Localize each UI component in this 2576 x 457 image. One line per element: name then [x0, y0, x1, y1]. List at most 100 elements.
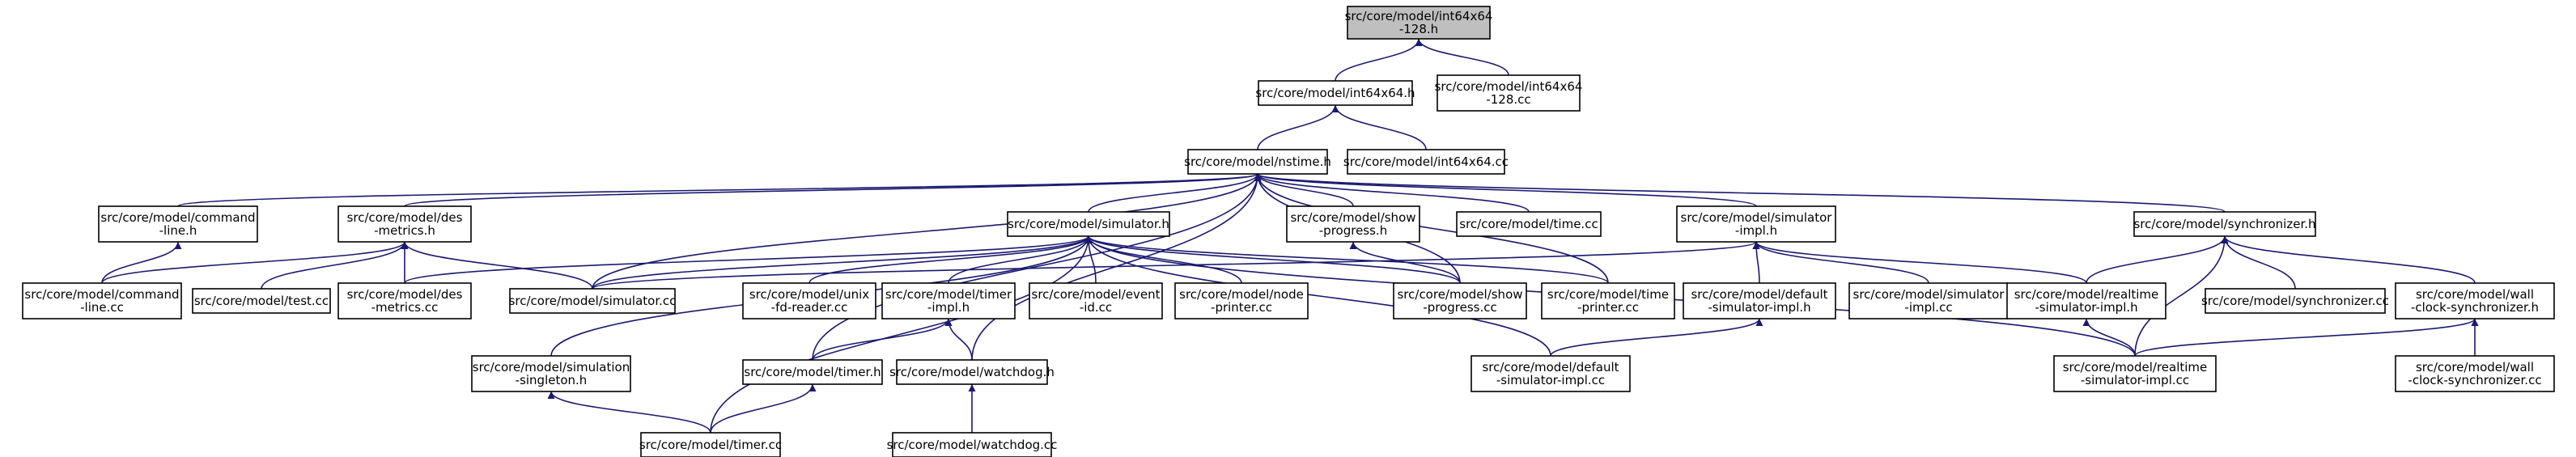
- file-node-box: [1347, 6, 1491, 40]
- file-node-n26[interactable]: src/core/model/wall-clock-synchronizer.h: [2395, 282, 2555, 319]
- file-node-box: [881, 282, 1016, 319]
- file-node-n32[interactable]: src/core/model/wall-clock-synchronizer.c…: [2395, 355, 2555, 392]
- file-node-n19[interactable]: src/core/model/node-printer.cc: [1174, 282, 1309, 319]
- file-node-label: src/core/model/show: [1397, 287, 1522, 302]
- file-node-n20[interactable]: src/core/model/show-progress.cc: [1393, 282, 1527, 319]
- file-node-n13[interactable]: src/core/model/test.cc: [192, 288, 331, 314]
- file-node-box: [1007, 211, 1170, 237]
- file-node-box: [509, 288, 676, 314]
- file-node-n22[interactable]: src/core/model/default-simulator-impl.h: [1683, 282, 1836, 319]
- file-node-label: src/core/model/int64x64: [1435, 79, 1583, 94]
- file-node-n3[interactable]: src/core/model/nstime.h: [1184, 149, 1331, 175]
- file-node-n1[interactable]: src/core/model/int64x64.h: [1255, 80, 1415, 106]
- edge-n19-to-n7: [1084, 235, 1242, 284]
- file-node-n8[interactable]: src/core/model/show-progress.h: [1286, 205, 1420, 243]
- file-node-box: [1174, 282, 1309, 319]
- file-node-label: src/core/model/show: [1290, 210, 1415, 225]
- file-node-n23[interactable]: src/core/model/simulator-impl.cc: [1848, 282, 2009, 319]
- edge-n13-to-n6: [261, 241, 409, 290]
- file-node-n21[interactable]: src/core/model/time-printer.cc: [1541, 282, 1675, 319]
- file-node-box: [742, 282, 876, 319]
- file-node-n25[interactable]: src/core/model/synchronizer.cc: [2201, 288, 2389, 314]
- file-node-label: -simulator-impl.cc: [1496, 373, 1605, 387]
- nodes-layer: src/core/model/int64x64-128.h src/core/mo…: [22, 6, 2555, 457]
- edge-n33-to-n28: [710, 383, 817, 434]
- file-node-box: [1683, 282, 1836, 319]
- file-node-n29[interactable]: src/core/model/watchdog.h: [889, 359, 1055, 385]
- edge-n31-to-n11: [2134, 235, 2229, 357]
- edge-n16-to-n7: [808, 235, 1093, 284]
- file-node-box: [1393, 282, 1527, 319]
- file-node-box: [337, 205, 472, 243]
- file-node-label: src/core/model/wall: [2416, 360, 2534, 374]
- file-node-n7[interactable]: src/core/model/simulator.h: [1007, 211, 1170, 237]
- file-node-label: src/core/model/simulator.cc: [509, 294, 677, 308]
- file-node-label: -line.h: [159, 223, 197, 238]
- file-node-label: -clock-synchronizer.cc: [2408, 373, 2541, 387]
- edge-n20-to-n8: [1349, 241, 1461, 284]
- file-node-n27[interactable]: src/core/model/simulation-singleton.h: [471, 355, 631, 392]
- file-node-n18[interactable]: src/core/model/event-id.cc: [1029, 282, 1163, 319]
- edge-n11-to-n3: [1254, 173, 2226, 213]
- file-node-n17[interactable]: src/core/model/timer-impl.h: [881, 282, 1016, 319]
- file-node-n24[interactable]: src/core/model/realtime-simulator-impl.h: [2006, 282, 2166, 319]
- file-node-label: src/core/model/simulator.h: [1008, 217, 1169, 231]
- file-node-box: [1286, 205, 1420, 243]
- file-node-label: -128.cc: [1486, 92, 1530, 107]
- file-node-label: -line.cc: [80, 300, 124, 315]
- file-node-n31[interactable]: src/core/model/realtime-simulator-impl.c…: [2053, 355, 2217, 392]
- edge-n3-to-n1: [1257, 104, 1339, 150]
- file-node-label: src/core/model/command: [24, 287, 179, 302]
- file-node-box: [98, 205, 258, 243]
- file-node-box: [337, 282, 472, 319]
- file-node-n11[interactable]: src/core/model/synchronizer.h: [2133, 211, 2316, 237]
- file-node-box: [2395, 282, 2555, 319]
- file-node-n5[interactable]: src/core/model/command-line.h: [98, 205, 258, 243]
- edge-n4-to-n1: [1331, 104, 1427, 150]
- file-node-n10[interactable]: src/core/model/simulator-impl.h: [1676, 205, 1836, 243]
- edge-n31-to-n24: [2082, 318, 2136, 357]
- file-node-label: src/core/model/synchronizer.h: [2133, 217, 2315, 231]
- edge-n28-to-n17: [812, 318, 953, 361]
- file-node-box: [1258, 80, 1413, 106]
- file-node-n28[interactable]: src/core/model/timer.h: [742, 359, 883, 385]
- file-node-n15[interactable]: src/core/model/simulator.cc: [509, 288, 677, 314]
- file-node-label: -impl.cc: [1904, 300, 1952, 315]
- file-node-box: [742, 359, 883, 385]
- edge-n24-to-n11: [2086, 235, 2229, 284]
- file-node-label: src/core/model/des: [347, 210, 463, 225]
- edge-n9-to-n3: [1254, 173, 1530, 213]
- file-node-n9[interactable]: src/core/model/time.cc: [1456, 211, 1602, 237]
- file-node-n34[interactable]: src/core/model/watchdog.cc: [887, 432, 1058, 457]
- file-node-box: [1347, 149, 1505, 175]
- file-node-label: src/core/model/int64x64.h: [1255, 86, 1415, 100]
- file-node-n12[interactable]: src/core/model/command-line.cc: [22, 282, 182, 319]
- file-node-n33[interactable]: src/core/model/timer.cc: [639, 432, 782, 457]
- file-node-n30[interactable]: src/core/model/default-simulator-impl.cc: [1470, 355, 1631, 392]
- file-node-label: src/core/model/default: [1691, 287, 1827, 302]
- edge-n22-to-n10: [1752, 241, 1760, 284]
- edge-n17-to-n7: [948, 235, 1093, 284]
- file-node-label: src/core/model/time: [1547, 287, 1669, 302]
- file-node-label: src/core/model/simulator: [1853, 287, 2005, 302]
- file-node-label: src/core/model/node: [1179, 287, 1304, 302]
- edge-n21-to-n3: [1254, 173, 1609, 284]
- file-node-label: src/core/model/timer.cc: [639, 438, 782, 452]
- file-node-label: src/core/model/event: [1032, 287, 1161, 302]
- file-node-label: src/core/model/watchdog.h: [889, 365, 1055, 379]
- file-node-box: [1437, 74, 1581, 112]
- edge-n30-to-n7: [1084, 235, 1551, 357]
- file-node-box: [2205, 288, 2386, 314]
- file-node-box: [896, 359, 1048, 385]
- file-node-box: [2133, 211, 2316, 237]
- file-node-n6[interactable]: src/core/model/des-metrics.h: [337, 205, 472, 243]
- file-node-label: src/core/model/synchronizer.cc: [2201, 294, 2389, 308]
- file-node-n16[interactable]: src/core/model/unix-fd-reader.cc: [742, 282, 876, 319]
- file-node-label: -printer.cc: [1211, 300, 1272, 315]
- file-node-n2[interactable]: src/core/model/int64x64-128.cc: [1435, 74, 1583, 112]
- file-node-n14[interactable]: src/core/model/des-metrics.cc: [337, 282, 472, 319]
- file-node-n0[interactable]: src/core/model/int64x64-128.h: [1345, 6, 1493, 40]
- file-node-n4[interactable]: src/core/model/int64x64.cc: [1343, 149, 1509, 175]
- edge-n26-to-n11: [2221, 235, 2476, 284]
- file-node-box: [192, 288, 331, 314]
